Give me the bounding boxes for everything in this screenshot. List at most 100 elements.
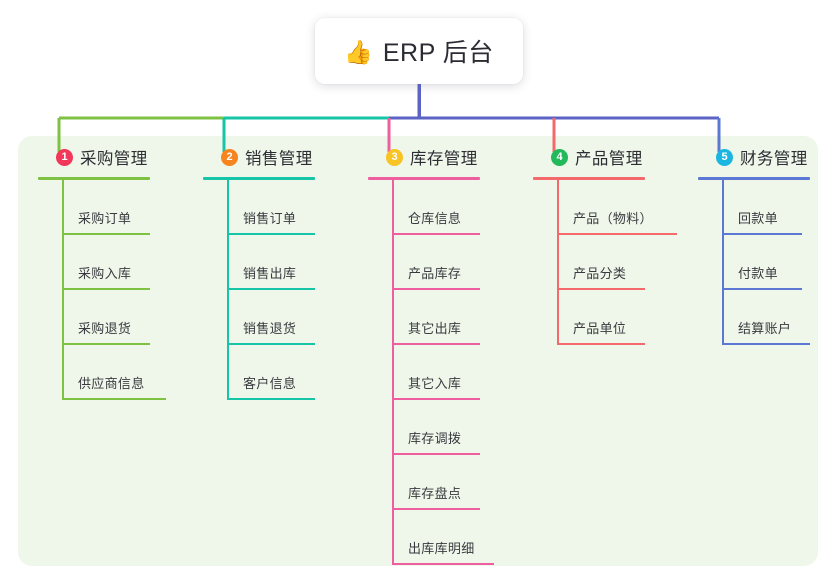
leaf-item[interactable]: 其它出库 [392,290,480,345]
leaf-underline [392,288,480,290]
column-items: 产品（物料） 产品分类产品单位 [557,180,677,345]
leaf-item[interactable]: 采购入库 [62,235,150,290]
leaf-spine [62,345,64,400]
column-underline [698,177,810,180]
leaf-label: 产品单位 [573,321,627,336]
column-index-badge: 2 [221,148,238,166]
leaf-item[interactable]: 客户信息 [227,345,315,400]
leaf-underline [392,233,480,235]
leaf-underline [227,343,315,345]
leaf-underline [62,398,166,400]
leaf-label: 客户信息 [243,376,297,391]
leaf-spine [722,235,724,290]
leaf-label: 结算账户 [738,321,792,336]
leaf-item[interactable]: 采购退货 [62,290,150,345]
leaf-label: 库存调拨 [408,431,462,446]
leaf-underline [62,343,150,345]
column-title: 采购管理 [80,150,148,168]
leaf-underline [62,233,150,235]
leaf-spine [62,235,64,290]
leaf-item[interactable]: 付款单 [722,235,810,290]
leaf-item[interactable]: 产品单位 [557,290,645,345]
thumbs-up-icon: 👍 [344,38,373,65]
leaf-label: 销售退货 [243,321,297,336]
leaf-item[interactable]: 仓库信息 [392,180,480,235]
column-header[interactable]: 5 财务管理 [698,144,810,170]
leaf-label: 出库库明细 [408,541,475,556]
leaf-label: 付款单 [738,266,778,281]
leaf-spine [392,510,394,565]
leaf-label: 产品分类 [573,266,627,281]
leaf-underline [557,233,677,235]
column-index-badge: 5 [716,148,733,166]
leaf-underline [392,453,480,455]
leaf-underline [62,288,150,290]
root-node[interactable]: 👍 ERP 后台 [315,18,523,84]
column-items: 回款单付款单结算账户 [722,180,810,345]
leaf-spine [62,290,64,345]
leaf-underline [227,398,315,400]
leaf-item[interactable]: 回款单 [722,180,810,235]
leaf-underline [392,508,480,510]
leaf-item[interactable]: 库存调拨 [392,400,480,455]
leaf-underline [557,343,645,345]
leaf-spine [557,180,559,235]
leaf-underline [557,288,645,290]
column-index-badge: 3 [386,148,403,166]
leaf-spine [227,180,229,235]
column-title: 产品管理 [575,150,643,168]
leaf-item[interactable]: 供应商信息 [62,345,166,400]
leaf-spine [392,180,394,235]
leaf-label: 回款单 [738,211,778,226]
leaf-underline [722,288,802,290]
diagram-panel [18,136,818,566]
column-underline [533,177,645,180]
column-title: 财务管理 [740,150,808,168]
leaf-item[interactable]: 产品（物料） [557,180,677,235]
column-title: 库存管理 [410,150,478,168]
leaf-label: 销售订单 [243,211,297,226]
column-销售管理: 2 销售管理销售订单销售出库销售退货客户信息 [203,144,315,400]
leaf-underline [722,233,802,235]
leaf-spine [557,235,559,290]
leaf-item[interactable]: 销售订单 [227,180,315,235]
column-items: 仓库信息产品库存其它出库其它入库库存调拨库存盘点出库库明细 [392,180,494,565]
root-node-title: ERP 后台 [382,39,494,67]
leaf-item[interactable]: 其它入库 [392,345,480,400]
leaf-spine [62,180,64,235]
leaf-spine [557,290,559,345]
leaf-item[interactable]: 销售退货 [227,290,315,345]
column-header[interactable]: 1 采购管理 [38,144,150,170]
leaf-underline [227,288,315,290]
leaf-spine [392,345,394,400]
leaf-item[interactable]: 库存盘点 [392,455,480,510]
leaf-item[interactable]: 产品分类 [557,235,645,290]
column-采购管理: 1 采购管理采购订单采购入库采购退货供应商信息 [38,144,166,400]
leaf-item[interactable]: 采购订单 [62,180,150,235]
leaf-label: 仓库信息 [408,211,462,226]
leaf-spine [392,290,394,345]
column-header[interactable]: 2 销售管理 [203,144,315,170]
leaf-item[interactable]: 产品库存 [392,235,480,290]
column-库存管理: 3 库存管理仓库信息产品库存其它出库其它入库库存调拨库存盘点出库库明细 [368,144,494,565]
leaf-label: 采购订单 [78,211,132,226]
leaf-underline [227,233,315,235]
column-header[interactable]: 3 库存管理 [368,144,480,170]
leaf-spine [722,290,724,345]
column-index-badge: 1 [56,148,73,166]
leaf-label: 产品库存 [408,266,462,281]
column-title: 销售管理 [245,150,313,168]
leaf-item[interactable]: 出库库明细 [392,510,494,565]
leaf-spine [392,400,394,455]
leaf-label: 其它出库 [408,321,462,336]
leaf-spine [227,290,229,345]
leaf-item[interactable]: 结算账户 [722,290,810,345]
leaf-spine [722,180,724,235]
leaf-label: 产品（物料） [573,211,653,226]
leaf-spine [392,455,394,510]
leaf-item[interactable]: 销售出库 [227,235,315,290]
leaf-label: 供应商信息 [78,376,145,391]
leaf-spine [227,235,229,290]
